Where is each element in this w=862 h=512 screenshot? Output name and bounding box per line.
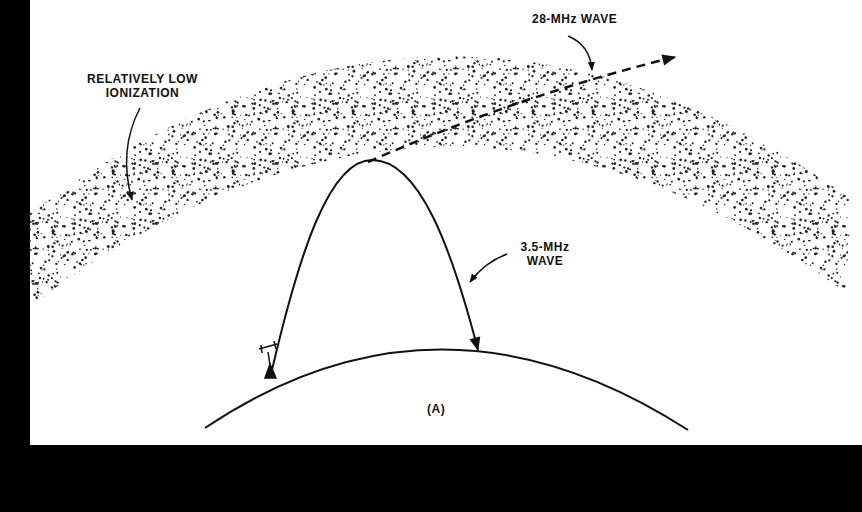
high-frequency-wave <box>368 57 675 162</box>
ionosphere-band <box>28 56 852 305</box>
leader-line <box>470 254 507 282</box>
callout-label: 3.5-MHz WAVE <box>508 240 582 270</box>
callout-label: RELATIVELY LOW IONIZATION <box>78 72 207 102</box>
low-frequency-wave <box>272 160 478 370</box>
callout-label: 28-MHz WAVE <box>530 12 619 28</box>
figure-letter: (A) <box>425 402 447 418</box>
leader-line <box>568 36 592 70</box>
earth-surface <box>205 349 688 430</box>
leader-line <box>127 108 140 200</box>
